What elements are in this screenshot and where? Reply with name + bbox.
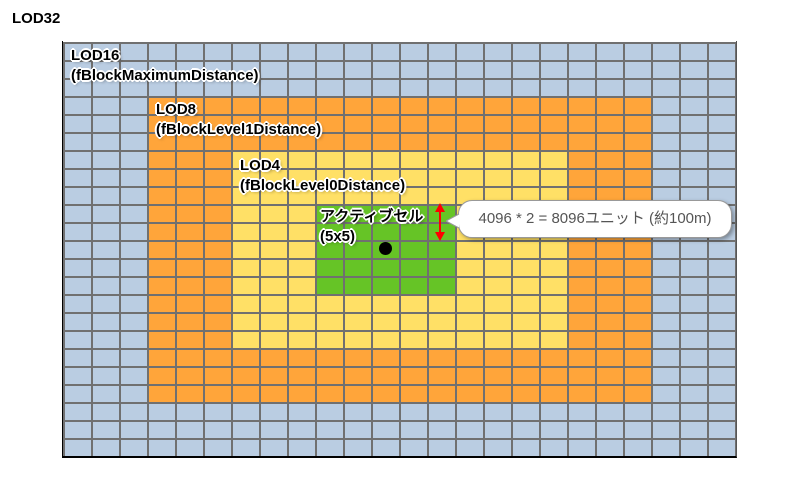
cell-grid [63, 42, 736, 457]
distance-callout: 4096 * 2 = 8096ユニット (約100m) [458, 200, 732, 238]
callout-pointer [446, 213, 460, 229]
diagram-title: LOD32 [12, 10, 61, 27]
lod16-label: LOD16 (fBlockMaximumDistance) [71, 46, 259, 86]
active-cell-label: アクティブセル (5x5) [320, 207, 423, 247]
lod8-setting: (fBlockLevel1Distance) [156, 121, 322, 138]
lod4-name: LOD4 [240, 157, 281, 174]
player-position-marker [379, 242, 392, 255]
lod8-label: LOD8 (fBlockLevel1Distance) [156, 100, 321, 140]
grid-border [62, 41, 737, 458]
lod8-name: LOD8 [156, 101, 197, 118]
distance-arrow-icon [435, 203, 445, 241]
active-cell-name: アクティブセル [320, 208, 424, 225]
lod4-label: LOD4 (fBlockLevel0Distance) [240, 156, 405, 196]
lod4-setting: (fBlockLevel0Distance) [240, 177, 406, 194]
lod16-name: LOD16 [71, 47, 120, 64]
lod16-setting: (fBlockMaximumDistance) [71, 67, 259, 84]
active-cell-size: (5x5) [320, 228, 356, 245]
